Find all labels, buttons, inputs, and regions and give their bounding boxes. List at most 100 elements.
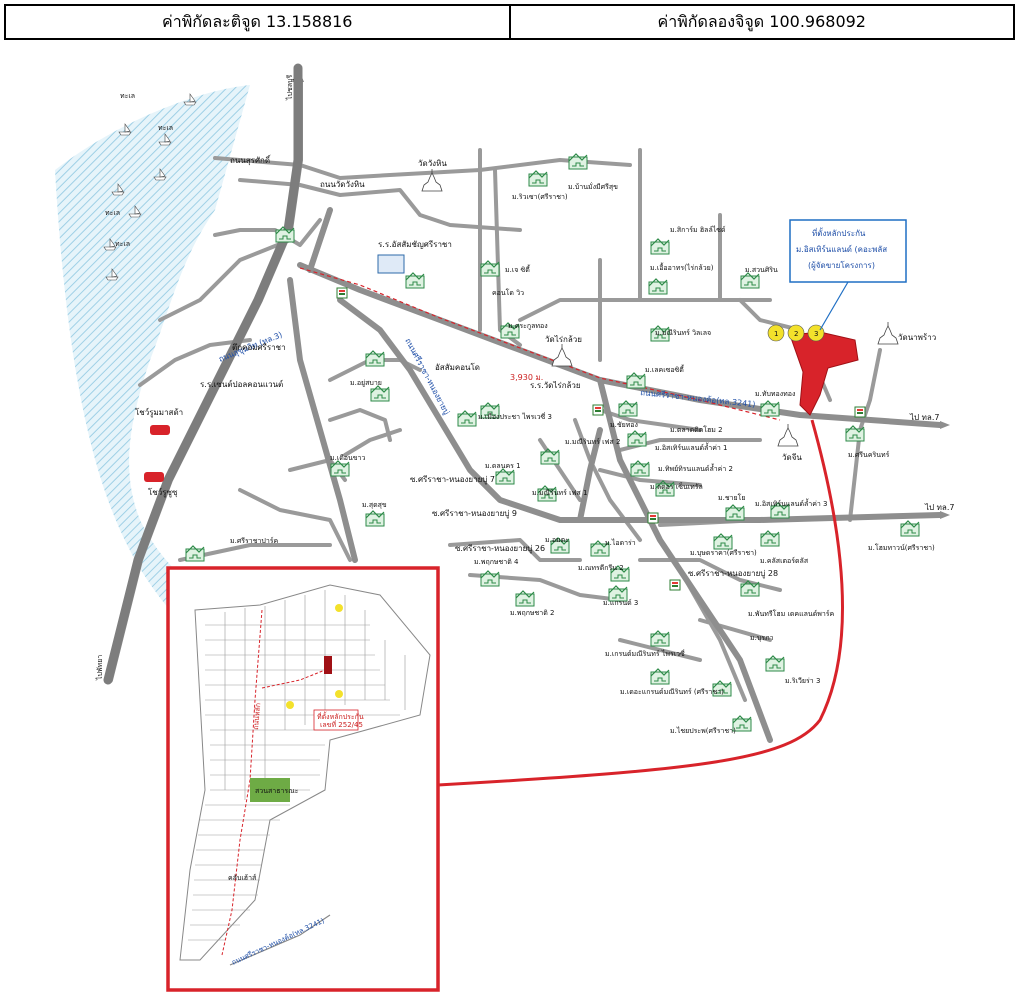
svg-text:ม.สวนศิริน: ม.สวนศิริน bbox=[745, 266, 778, 274]
sukhumvit-road bbox=[103, 63, 303, 685]
svg-text:ม.เมืองประชา ไพรเวซี่ 3: ม.เมืองประชา ไพรเวซี่ 3 bbox=[478, 412, 552, 421]
svg-text:ม.ณทรดีกรีน 2: ม.ณทรดีกรีน 2 bbox=[578, 564, 624, 572]
road-label-3241: ถนนศรีราชา-หนองค้อ(ทล.3241) bbox=[640, 388, 756, 409]
svg-text:ม.ดลนคร 1: ม.ดลนคร 1 bbox=[485, 462, 521, 470]
svg-text:ม.ชัยทอง: ม.ชัยทอง bbox=[610, 421, 638, 429]
landmark-wat-naphrao: วัดนาพร้าว bbox=[898, 333, 936, 342]
svg-text:ม.ไอดาร่า: ม.ไอดาร่า bbox=[605, 538, 636, 547]
svg-text:ม.สุดสุข: ม.สุดสุข bbox=[362, 501, 387, 509]
sea-label: ทะเล bbox=[120, 92, 135, 100]
seven-eleven-icon bbox=[592, 404, 604, 416]
village-labels: ม.ริวเซา(ศรีราชา) ม.บ้านมั่งมีศรีสุข ม.ส… bbox=[230, 182, 935, 735]
longitude-label: ค่าพิกัดลองจิจูด 100.968092 bbox=[508, 6, 1014, 38]
callout-line1: ที่ตั้งหลักประกัน bbox=[812, 227, 866, 238]
svg-text:ม.อมตะ: ม.อมตะ bbox=[545, 536, 569, 544]
road-label-watwanghin: ถนนวัดวังหิน bbox=[320, 180, 365, 189]
sea-label-2: ทะเล bbox=[158, 124, 173, 132]
temple-icon-naphrao bbox=[877, 321, 899, 345]
svg-text:ม.พฤกษชาติ 4: ม.พฤกษชาติ 4 bbox=[474, 558, 519, 566]
to-route7-a: ไป ทล.7 bbox=[909, 413, 939, 422]
callout-line3: (ผู้จัดขายโครงการ) bbox=[808, 260, 875, 271]
svg-text:ม.เลคเซอซิตี้: ม.เลคเซอซิตี้ bbox=[645, 363, 685, 374]
svg-text:ม.ทิพย์ทิรนแลนด์ล้ำค่า 2: ม.ทิพย์ทิรนแลนด์ล้ำค่า 2 bbox=[658, 462, 733, 473]
inset-lot-label: ที่ตั้งหลักประกัน bbox=[317, 710, 364, 721]
seven-eleven-icon bbox=[647, 512, 659, 524]
svg-text:คอนโด วิว: คอนโด วิว bbox=[492, 288, 524, 297]
svg-text:ม.เดือนขาว: ม.เดือนขาว bbox=[330, 454, 365, 462]
temple-icon-raikluay bbox=[551, 343, 573, 367]
landmark-school-raikluay: ร.ร.วัดไร่กล้วย bbox=[530, 381, 581, 390]
svg-text:ม.เจ ซิตี้: ม.เจ ซิตี้ bbox=[505, 263, 531, 274]
sea-area bbox=[55, 85, 320, 633]
svg-text:ม.มณีรินทร์ วิลเลจ: ม.มณีรินทร์ วิลเลจ bbox=[655, 329, 711, 337]
svg-text:ม.ชายโย: ม.ชายโย bbox=[718, 493, 745, 502]
callout-pointer bbox=[819, 281, 849, 331]
landmark-wat-raikluay: วัดไร่กล้วย bbox=[545, 335, 582, 344]
sea-label-3: ทะเล bbox=[105, 209, 120, 217]
road-label-soi26: ซ.ศรีราชา-หนองยายบู่ 26 bbox=[455, 544, 545, 554]
inset-park: สวนสาธารณะ bbox=[255, 787, 299, 795]
to-route7-b: ไป ทล.7 bbox=[924, 503, 954, 512]
svg-text:3: 3 bbox=[814, 330, 818, 338]
inset-lot-sub: เลขที่ 252/45 bbox=[320, 720, 363, 729]
to-bangkok: ไปชลบุรี bbox=[285, 75, 294, 101]
inset-street: ถนนหลัก bbox=[252, 703, 262, 731]
landmark-showroom2: โชว์รูซูซุ bbox=[148, 487, 178, 498]
seven-eleven-icon bbox=[854, 406, 866, 418]
distance-label: 3,930 ม. bbox=[510, 373, 543, 382]
svg-text:ม.แกรนด์ 3: ม.แกรนด์ 3 bbox=[603, 599, 638, 607]
svg-text:ม.ทับทองทอง: ม.ทับทองทอง bbox=[755, 390, 795, 398]
svg-text:ม.ตระกูลทอง: ม.ตระกูลทอง bbox=[508, 322, 548, 330]
collateral-plot bbox=[789, 331, 859, 416]
svg-text:ม.เอื้ออาทร(ไร่กล้วย): ม.เอื้ออาทร(ไร่กล้วย) bbox=[650, 261, 714, 272]
svg-text:ม.ศรีนครินทร์: ม.ศรีนครินทร์ bbox=[848, 451, 890, 459]
svg-text:ม.ศรีราชาปาร์ค: ม.ศรีราชาปาร์ค bbox=[230, 537, 279, 545]
coordinate-header: ค่าพิกัดละติจูด 13.158816 ค่าพิกัดลองจิจ… bbox=[4, 4, 1015, 40]
road-label-nongyaiboo: ถนนศรีราชา-หนองยายบู่ bbox=[402, 337, 451, 417]
svg-text:ม.ริวเซา(ศรีราชา): ม.ริวเซา(ศรีราชา) bbox=[512, 193, 568, 201]
arrow-east-2 bbox=[940, 511, 950, 519]
landmark-assumption: ร.ร.อัสสัมชัญศรีราชา bbox=[378, 240, 452, 249]
inset-connector bbox=[437, 419, 845, 787]
inset-map bbox=[166, 566, 440, 992]
landmark-showroom1: โชว์รูมมาสด้า bbox=[135, 407, 183, 418]
minor-roads bbox=[138, 148, 882, 702]
svg-text:ม.มณีรินทร์ เฟส 2: ม.มณีรินทร์ เฟส 2 bbox=[565, 438, 620, 446]
svg-text:ม.ลดอร เซ็นเทรัล: ม.ลดอร เซ็นเทรัล bbox=[650, 482, 703, 491]
landmark-watwanghin: วัดวังหิน bbox=[418, 159, 447, 168]
landmark-condo: อัสสัมคอนโด bbox=[435, 362, 480, 372]
svg-text:ม.โฮมทาวน์(ศรีราชา): ม.โฮมทาวน์(ศรีราชา) bbox=[868, 543, 935, 552]
svg-text:ม.บ้านมั่งมีศรีสุข: ม.บ้านมั่งมีศรีสุข bbox=[568, 182, 618, 191]
road-label-soi28: ซ.ศรีราชา-หนองยายบู่ 28 bbox=[688, 569, 778, 579]
svg-text:ม.ไชยประพ(ศรีราชา): ม.ไชยประพ(ศรีราชา) bbox=[670, 726, 736, 735]
seven-eleven-icon bbox=[669, 579, 681, 591]
svg-text:ม.บุษดราคา(ศรีราชา): ม.บุษดราคา(ศรีราชา) bbox=[690, 549, 757, 557]
inset-club: คลับเฮ้าส์ bbox=[228, 874, 257, 882]
svg-text:ม.พันทรีโฮม เดคแลนด์พาร์ค: ม.พันทรีโฮม เดคแลนด์พาร์ค bbox=[748, 609, 835, 618]
car-icon-2 bbox=[144, 472, 164, 482]
plot-markers: 1 2 3 bbox=[767, 324, 825, 342]
svg-text:ม.เกรนด์มณีรินทร์ ไพรเวซี่: ม.เกรนด์มณีรินทร์ ไพรเวซี่ bbox=[605, 649, 685, 658]
to-pattaya: ไปพัทยา bbox=[95, 655, 104, 681]
car-icon-1 bbox=[150, 425, 170, 435]
landmark-wat-jeen: วัดจีน bbox=[782, 453, 802, 462]
svg-text:ม.อยู่สบาย: ม.อยู่สบาย bbox=[350, 379, 382, 387]
callout-line2: ม.อิสเทิร์นแลนด์ (คอะพลัส bbox=[796, 244, 887, 254]
svg-text:ม.ตลาดติดโฮม 2: ม.ตลาดติดโฮม 2 bbox=[670, 425, 723, 434]
svg-text:1: 1 bbox=[774, 330, 778, 338]
svg-text:ม.ริเวียร่า 3: ม.ริเวียร่า 3 bbox=[785, 677, 820, 685]
landmark-school2: ร.ร.เซนต์ปอลคอนแวนต์ bbox=[200, 379, 283, 389]
distance-route bbox=[299, 267, 781, 421]
svg-text:ม.พฤกษชาติ 2: ม.พฤกษชาติ 2 bbox=[510, 609, 554, 617]
svg-text:ม.อิสเทิร์นแลนด์ล้ำค่า 1: ม.อิสเทิร์นแลนด์ล้ำค่า 1 bbox=[655, 441, 728, 452]
svg-text:ม.เดอะแกรนด์มณีรินทร์ (ศรีราชา: ม.เดอะแกรนด์มณีรินทร์ (ศรีราชา) bbox=[620, 688, 724, 696]
svg-text:ม.สิการ์ม ฮิลล์ไซด์: ม.สิการ์ม ฮิลล์ไซด์ bbox=[670, 225, 726, 234]
road-label-soi7: ซ.ศรีราชา-หนองยายบู่ 7 bbox=[410, 475, 495, 485]
road-label-surasak: ถนนสุรศักดิ์ bbox=[230, 154, 272, 165]
svg-text:ม.มณีรินทร์ เฟส 1: ม.มณีรินทร์ เฟส 1 bbox=[532, 489, 587, 497]
svg-text:2: 2 bbox=[794, 330, 798, 338]
arrow-east-1 bbox=[940, 421, 950, 429]
svg-text:ม.คลัสเตอร์ดลัส: ม.คลัสเตอร์ดลัส bbox=[760, 557, 809, 565]
latitude-label: ค่าพิกัดละติจูด 13.158816 bbox=[162, 11, 353, 31]
